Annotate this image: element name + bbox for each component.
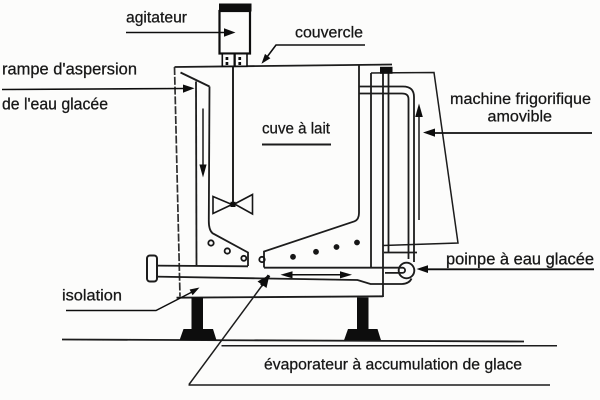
- svg-text:isolation: isolation: [62, 288, 122, 305]
- svg-text:rampe d'aspersion: rampe d'aspersion: [2, 60, 137, 79]
- svg-text:de l'eau glacée: de l'eau glacée: [2, 95, 108, 114]
- svg-text:couvercle: couvercle: [295, 25, 363, 42]
- svg-text:poinpe à eau glacée: poinpe à eau glacée: [446, 251, 594, 269]
- svg-text:cuve à lait: cuve à lait: [262, 121, 331, 138]
- svg-text:agitateur: agitateur: [126, 10, 188, 27]
- svg-text:amovible: amovible: [488, 109, 553, 126]
- svg-text:machine frigorifique: machine frigorifique: [450, 91, 591, 108]
- svg-text:évaporateur à accumulation de: évaporateur à accumulation de glace: [264, 357, 522, 374]
